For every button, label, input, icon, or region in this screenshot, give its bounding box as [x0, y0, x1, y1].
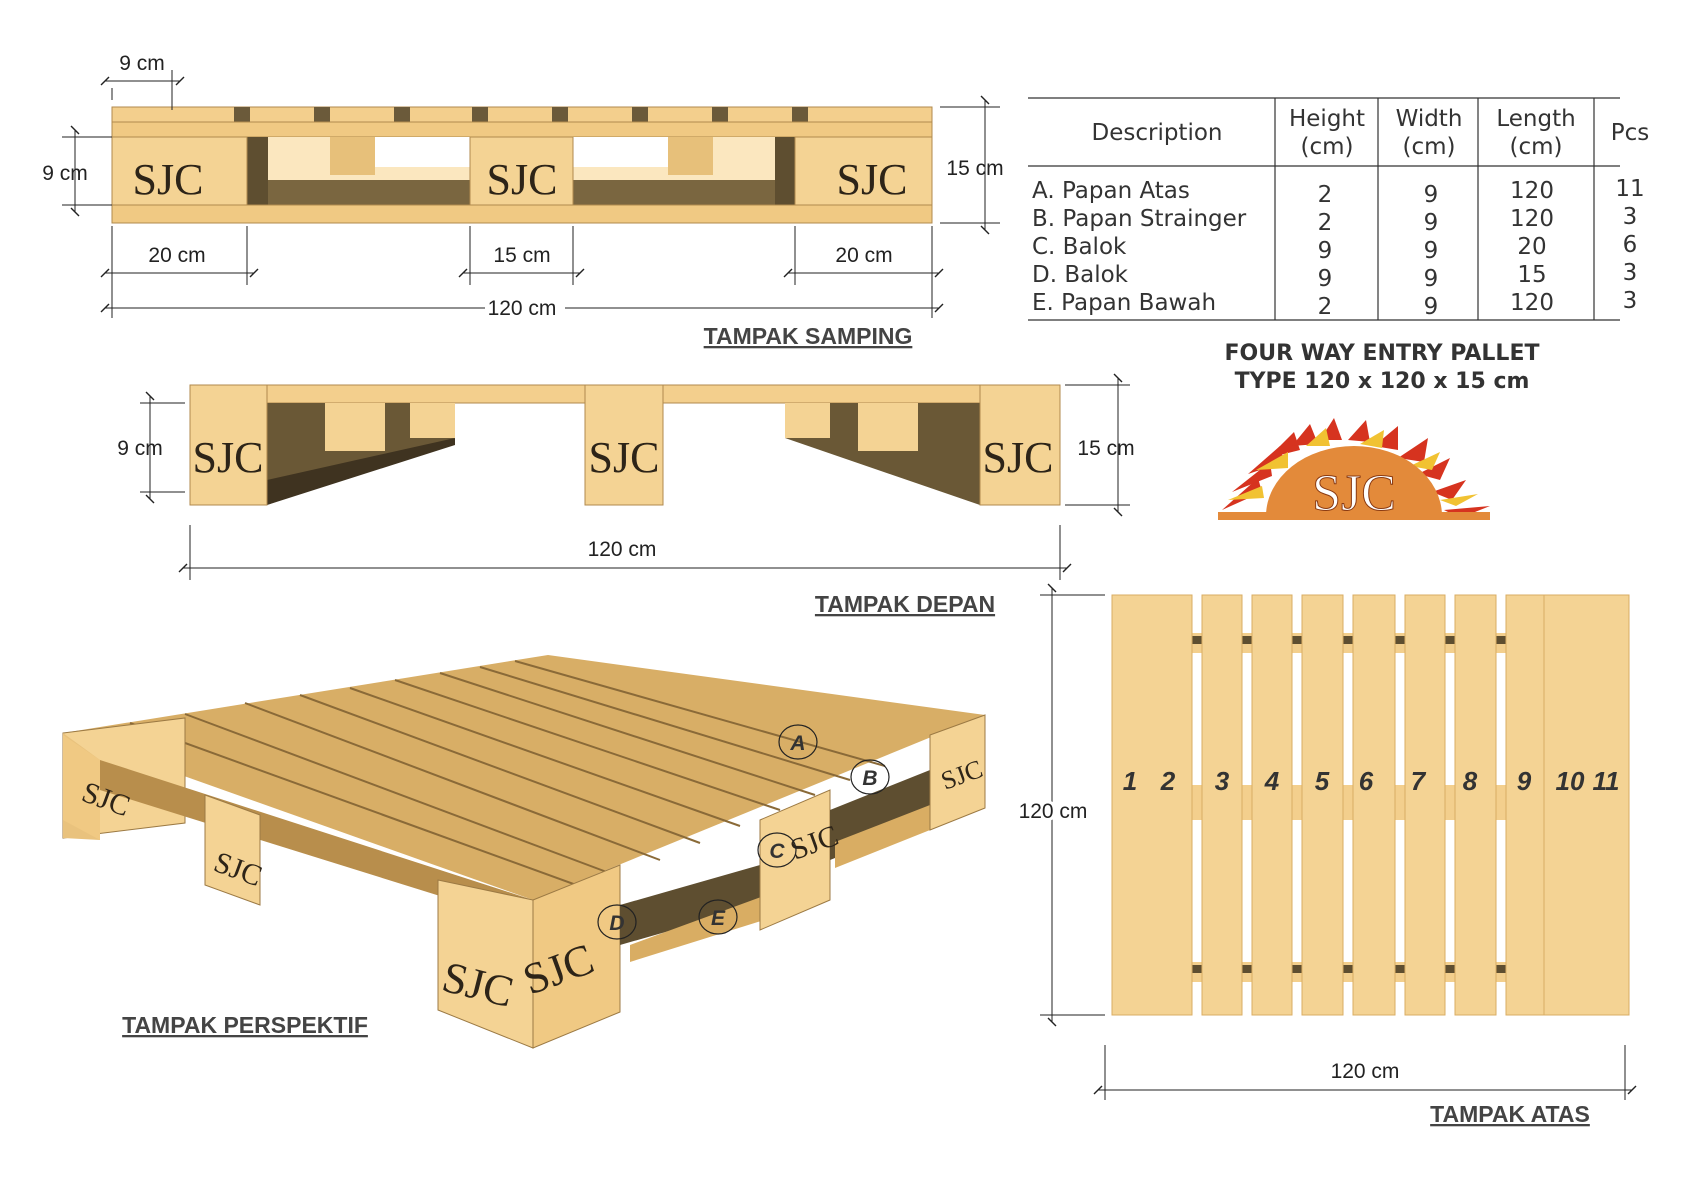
board-num-5: 5	[1315, 766, 1330, 796]
row-width: 9	[1424, 182, 1439, 208]
side-stringer	[111, 121, 933, 138]
board-num-7: 7	[1411, 766, 1427, 796]
table-row: A. Papan Atas 2 9 120 11	[1032, 176, 1645, 208]
row-description: A. Papan Atas	[1032, 178, 1190, 204]
row-length: 120	[1510, 206, 1554, 232]
side-view: SJC SJC SJC 9 cm 9 cm 15 cm 20 cm 15 cm …	[42, 52, 1003, 349]
row-height: 9	[1318, 266, 1333, 292]
header-width-unit: (cm)	[1403, 134, 1456, 160]
table-row: C. Balok 9 9 20 6	[1032, 232, 1637, 264]
side-view-title: TAMPAK SAMPING	[704, 323, 913, 349]
dim-left-block: 20 cm	[148, 244, 205, 267]
perspective-view: SJC SJC SJC SJC SJC SJC A B C D E TAMPAK…	[62, 655, 986, 1049]
label-c: C	[769, 840, 785, 863]
dim-side-total-length: 120 cm	[488, 297, 557, 320]
side-block-right	[794, 136, 933, 206]
board-num-4: 4	[1264, 766, 1280, 796]
front-brand-right: SJC	[983, 433, 1054, 482]
front-block-left	[189, 384, 268, 506]
row-width: 9	[1424, 266, 1439, 292]
dim-top-width: 120 cm	[1331, 1060, 1400, 1083]
label-a: A	[789, 732, 805, 755]
board-num-2: 2	[1160, 766, 1176, 796]
row-height: 2	[1318, 182, 1333, 208]
header-height-unit: (cm)	[1301, 134, 1354, 160]
table-row: E. Papan Bawah 2 9 120 3	[1032, 288, 1637, 320]
pallet-title-line1: FOUR WAY ENTRY PALLET	[1225, 341, 1540, 366]
header-length-unit: (cm)	[1510, 134, 1563, 160]
logo-text: SJC	[1312, 465, 1396, 522]
table-row: D. Balok 9 9 15 3	[1032, 260, 1637, 292]
header-description: Description	[1092, 120, 1223, 146]
dim-center-block: 15 cm	[493, 244, 550, 267]
dim-right-block: 20 cm	[835, 244, 892, 267]
label-b: B	[862, 767, 877, 790]
header-height: Height	[1289, 106, 1365, 132]
front-brand-center: SJC	[589, 433, 660, 482]
row-pcs: 6	[1623, 232, 1638, 258]
dim-board-width: 9 cm	[119, 52, 165, 75]
side-brand-center: SJC	[487, 155, 558, 204]
pallet-title-line2: TYPE 120 x 120 x 15 cm	[1235, 369, 1530, 394]
row-description: B. Papan Strainger	[1032, 206, 1247, 232]
board-num-8: 8	[1463, 766, 1478, 796]
row-length: 120	[1510, 178, 1554, 204]
board-num-3: 3	[1215, 766, 1230, 796]
dim-side-total-height: 15 cm	[946, 157, 1003, 180]
label-d: D	[609, 912, 624, 935]
dim-front-block-height: 9 cm	[117, 437, 163, 460]
board-num-10: 10	[1556, 766, 1585, 796]
row-height: 2	[1318, 210, 1333, 236]
side-block-center	[469, 136, 574, 206]
header-length: Length	[1496, 106, 1575, 132]
row-height: 9	[1318, 238, 1333, 264]
row-width: 9	[1424, 294, 1439, 320]
dim-top-height: 120 cm	[1019, 800, 1088, 823]
front-block-right	[979, 384, 1061, 506]
side-brand-right: SJC	[837, 155, 908, 204]
row-width: 9	[1424, 210, 1439, 236]
dim-front-total-length: 120 cm	[588, 538, 657, 561]
header-width: Width	[1396, 106, 1463, 132]
row-length: 15	[1517, 262, 1546, 288]
front-block-center	[584, 384, 664, 506]
header-pcs: Pcs	[1611, 120, 1650, 146]
row-description: E. Papan Bawah	[1032, 290, 1216, 316]
perspective-view-title: TAMPAK PERSPEKTIF	[122, 1012, 368, 1038]
row-pcs: 11	[1615, 176, 1644, 202]
row-length: 120	[1510, 290, 1554, 316]
front-brand-left: SJC	[193, 433, 264, 482]
sjc-sun-logo: SJC	[1218, 418, 1490, 523]
top-view: 1 2 3 4 5 6 7 8 9 10 11 120 cm 120 cm TA…	[1016, 583, 1637, 1127]
side-brand-left: SJC	[133, 155, 204, 204]
row-description: C. Balok	[1032, 234, 1127, 260]
front-view: SJC SJC SJC 9 cm 15 cm 120 cm TAMPAK DEP…	[117, 373, 1135, 617]
row-pcs: 3	[1623, 260, 1638, 286]
top-view-title: TAMPAK ATAS	[1430, 1101, 1590, 1127]
dim-side-block-height: 9 cm	[42, 162, 88, 185]
row-description: D. Balok	[1032, 262, 1129, 288]
row-height: 2	[1318, 294, 1333, 320]
row-pcs: 3	[1623, 288, 1638, 314]
row-pcs: 3	[1623, 204, 1638, 230]
spec-table: Description Height (cm) Width (cm) Lengt…	[1028, 97, 1650, 321]
logo-sun	[1266, 446, 1442, 516]
board-num-6: 6	[1359, 766, 1374, 796]
dim-front-total-height: 15 cm	[1077, 437, 1134, 460]
board-num-1: 1	[1123, 766, 1137, 796]
table-row: B. Papan Strainger 2 9 120 3	[1032, 204, 1637, 236]
row-width: 9	[1424, 238, 1439, 264]
board-num-11: 11	[1593, 766, 1620, 796]
label-e: E	[711, 907, 726, 930]
front-view-title: TAMPAK DEPAN	[815, 591, 995, 617]
row-length: 20	[1517, 234, 1546, 260]
board-num-9: 9	[1517, 766, 1532, 796]
side-bottom-board	[111, 204, 933, 224]
